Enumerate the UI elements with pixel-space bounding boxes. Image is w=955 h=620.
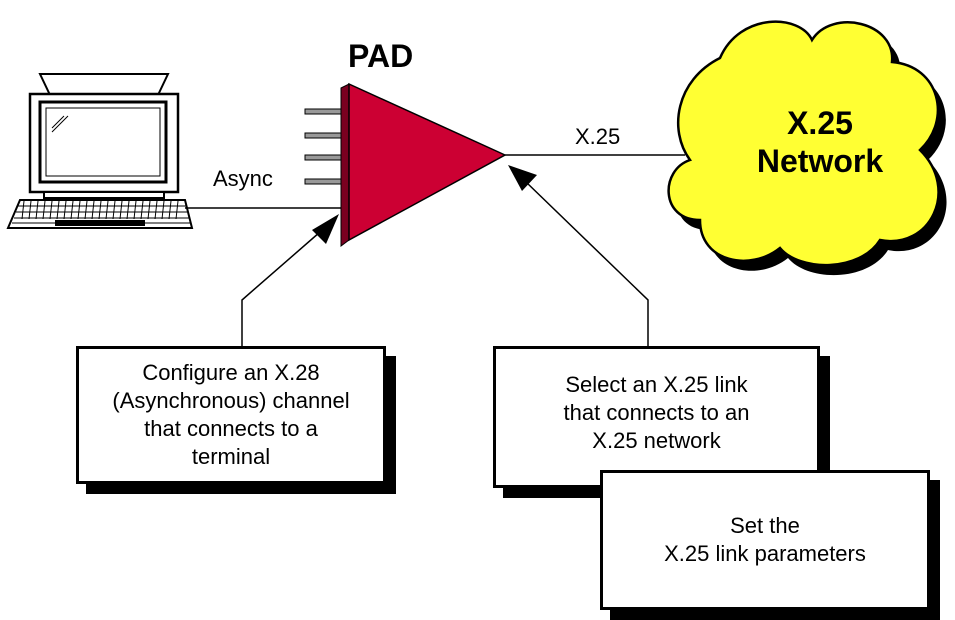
- link-params-callout-line: Set the: [730, 513, 800, 538]
- x28-callout-line: terminal: [191, 444, 271, 469]
- callout-arrow-x25: [508, 165, 649, 346]
- x28-callout-line: Configure an X.28: [142, 360, 320, 385]
- pad-port: [304, 132, 344, 139]
- x28-callout-line: (Asynchronous) channel: [112, 388, 350, 413]
- pad-ports: [304, 108, 344, 185]
- pad-port: [304, 108, 344, 115]
- network-title: X.25 Network: [730, 104, 910, 180]
- network-title-line2: Network: [756, 143, 884, 179]
- link-parameters-callout: Set the X.25 link parameters: [600, 470, 930, 610]
- x28-channel-callout: Configure an X.28 (Asynchronous) channel…: [76, 346, 386, 484]
- x25-link-label: X.25: [575, 124, 621, 149]
- pad-triangle-icon: [340, 82, 507, 247]
- async-label: Async: [213, 166, 273, 191]
- pad-title: PAD: [348, 38, 414, 74]
- x25-link-callout-line: that connects to an: [563, 400, 750, 425]
- x28-callout-line: that connects to a: [144, 416, 318, 441]
- pad-port: [304, 154, 344, 161]
- x25-link-callout-line: Select an X.25 link: [565, 372, 748, 397]
- x25-link-callout-line: X.25 network: [592, 428, 721, 453]
- network-title-line1: X.25: [787, 105, 853, 141]
- link-params-callout-line: X.25 link parameters: [664, 541, 866, 566]
- callout-arrow-x28: [241, 214, 339, 346]
- computer-terminal-icon: [6, 73, 194, 229]
- x25-link-callout: Select an X.25 link that connects to an …: [493, 346, 820, 488]
- pad-port: [304, 178, 344, 185]
- x25-network-cloud: [667, 20, 947, 276]
